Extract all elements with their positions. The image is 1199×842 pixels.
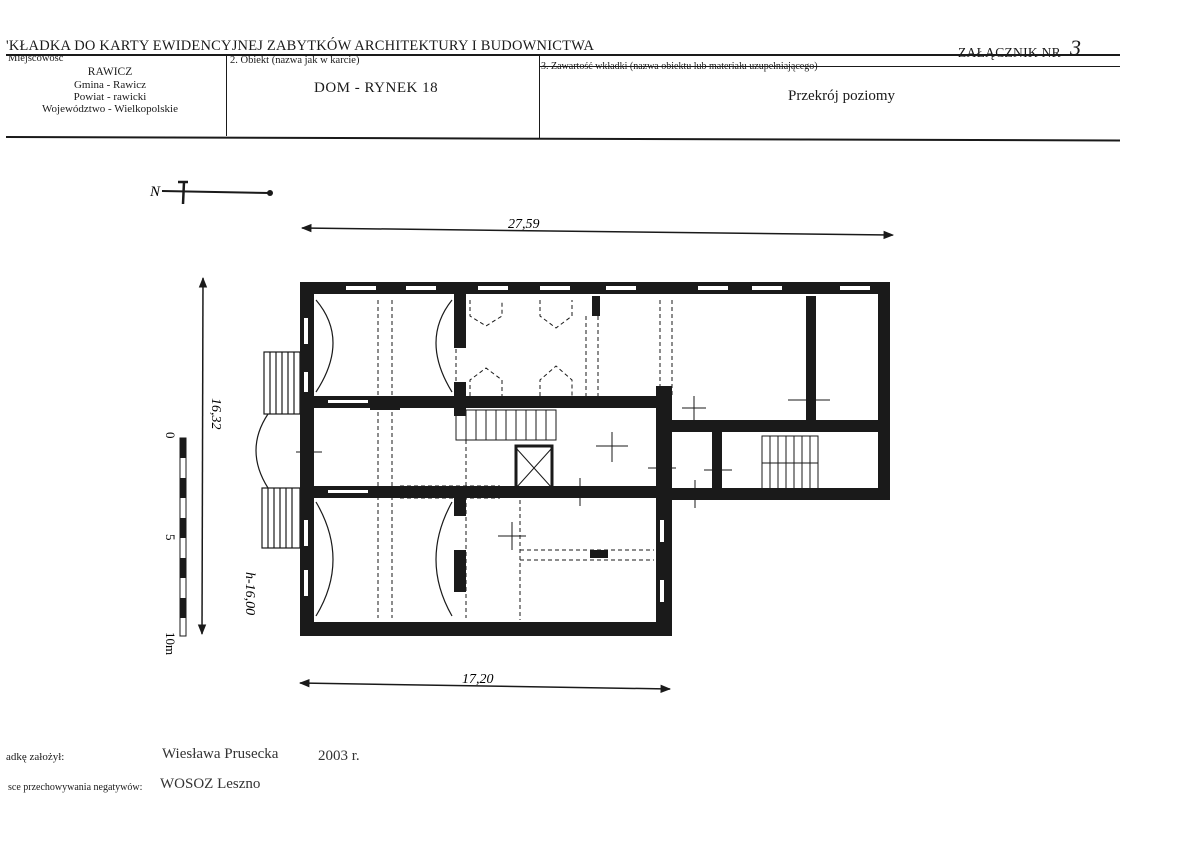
cross-markers <box>296 380 830 550</box>
svg-text:17,20: 17,20 <box>462 672 494 687</box>
svg-text:16,32: 16,32 <box>208 398 223 430</box>
window-openings <box>304 286 870 602</box>
dimension-front: 17,20 <box>298 672 672 694</box>
vault-ribs <box>377 300 673 620</box>
inner-staircase <box>455 409 557 441</box>
scale-bar: 0 5 10m <box>163 432 187 655</box>
author-label: adkę założył: <box>6 751 65 763</box>
object-value: DOM - RYNEK 18 <box>314 80 439 96</box>
archive-value: WOSOZ Leszno <box>160 776 261 792</box>
location-label: Miejscowość <box>8 53 64 64</box>
author-name: Wiesława Prusecka <box>162 746 279 762</box>
header-rule-mid <box>540 66 1120 67</box>
header-divider-2 <box>539 54 540 138</box>
scale-tick-10: 10m <box>163 632 178 655</box>
north-arrow: N <box>149 180 273 205</box>
dimension-width: 27,59 <box>300 217 895 240</box>
archive-label: sce przechowywania negatywów: <box>8 782 143 793</box>
location-commune: Gmina - Rawicz <box>73 79 147 91</box>
header-rule-top <box>6 54 1120 56</box>
location-town: RAWICZ <box>87 66 133 78</box>
author-year: 2003 r. <box>318 748 360 764</box>
annex-number: 3 <box>1070 35 1081 60</box>
entrance-stairs-upper <box>263 351 301 415</box>
dimension-depth: 16,32 <box>197 276 223 636</box>
height-label: h-16,00 <box>242 572 257 615</box>
entrance-stairs-lower <box>261 487 301 549</box>
content-value: Przekrój poziomy <box>788 88 896 104</box>
scale-tick-5: 5 <box>163 534 178 541</box>
svg-text:h-16,00: h-16,00 <box>242 572 257 615</box>
vault-arcs <box>315 299 453 617</box>
object-label: 2. Obiekt (nazwa jak w karcie) <box>230 55 360 66</box>
document-title: 'KŁADKA DO KARTY EWIDENCYJNEJ ZABYTKÓW A… <box>6 38 595 54</box>
content-label: 3. Zawartość wkładki (nazwa obiektu lub … <box>541 61 818 72</box>
location-county: Powiat - rawicki <box>73 91 147 103</box>
scale-tick-0: 0 <box>163 432 178 439</box>
svg-text:27,59: 27,59 <box>508 217 540 232</box>
rear-staircase <box>761 435 819 491</box>
entrance-porch <box>255 413 269 489</box>
building-walls <box>300 282 890 636</box>
north-label: N <box>149 184 161 200</box>
annex-label: ZAŁĄCZNIK NR <box>958 45 1061 60</box>
header-divider-1 <box>226 54 227 136</box>
location-province: Województwo - Wielkopolskie <box>42 103 178 115</box>
